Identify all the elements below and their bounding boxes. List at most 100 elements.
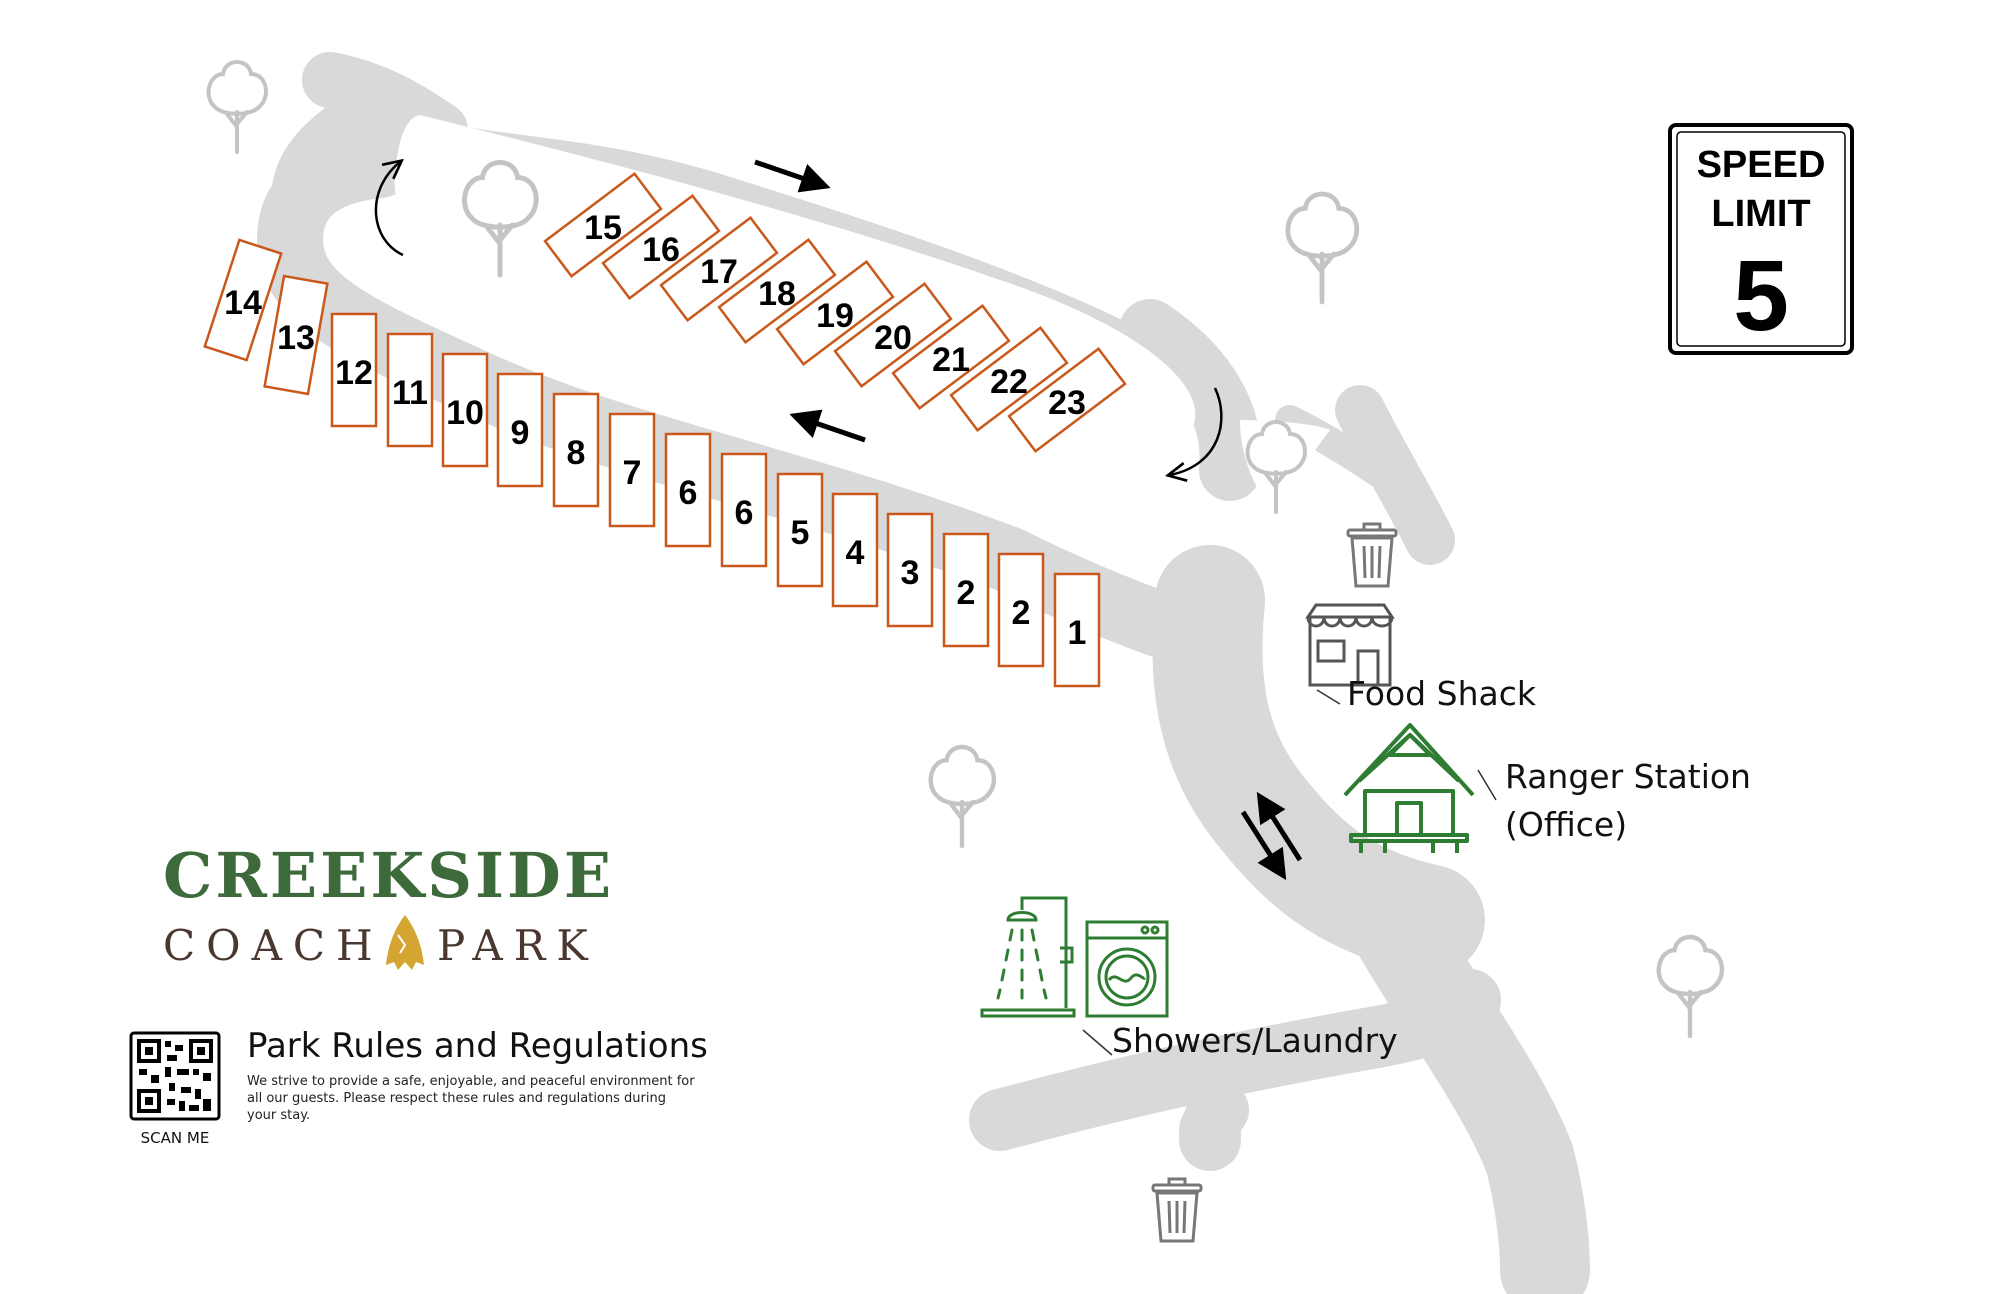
campsite-number: 17 [700,253,738,291]
campsite-number: 15 [584,209,622,247]
direction-arrow-icon [1240,810,1287,881]
campsite-12[interactable]: 4 [831,492,879,608]
campsite-number: 14 [224,284,262,322]
campsite-number: 22 [990,363,1028,401]
campsite-pad[interactable] [386,332,434,448]
campsite-3[interactable]: 12 [330,312,378,428]
campsite-number: 10 [446,394,484,432]
campsite-number: 20 [874,319,912,357]
campsite-2[interactable]: 13 [263,274,329,396]
cabin-icon [1343,723,1475,853]
campsite-pad[interactable] [886,512,934,628]
triangle-island [1240,420,1330,510]
campsite-number: 12 [335,354,373,392]
ranger-station-sublabel: (Office) [1505,805,1627,844]
park-logo: CREEKSIDE COACH PARK [163,839,614,970]
campsite-pad[interactable] [659,215,779,323]
campsite-number: 19 [816,297,854,335]
campsite-number: 16 [642,231,680,269]
campsite-pad[interactable] [720,452,768,568]
ranger-station-label: Ranger Station [1505,757,1751,796]
campsite-number: 13 [277,319,315,357]
campsite-11[interactable]: 5 [776,472,824,588]
campsite-5[interactable]: 10 [441,352,489,468]
campsite-10[interactable]: 6 [720,452,768,568]
campsite-pad[interactable] [263,274,329,396]
food-shack-leader [1316,689,1341,705]
campsite-pad[interactable] [776,472,824,588]
qr-code-icon[interactable] [129,1031,221,1121]
rules-text-line3: your stay. [247,1108,310,1123]
campsite-pad[interactable] [1007,346,1127,454]
campsite-pad[interactable] [1053,572,1101,688]
tree-icon [1659,937,1722,1036]
campsite-pad[interactable] [775,259,895,367]
campsite-9[interactable]: 6 [664,432,712,548]
direction-arrow-icon [1170,387,1223,475]
campsite-22[interactable]: 20 [833,281,953,389]
campsite-pad[interactable] [608,412,656,528]
campsite-pad[interactable] [601,193,721,301]
campsite-pad[interactable] [717,237,837,345]
campsite-pad[interactable] [942,532,990,648]
campsite-24[interactable]: 22 [949,325,1069,433]
campsite-25[interactable]: 23 [1007,346,1127,454]
campsite-pad[interactable] [496,372,544,488]
campsite-16[interactable]: 1 [1053,572,1101,688]
campsite-pad[interactable] [330,312,378,428]
campsite-pad[interactable] [949,325,1069,433]
campsite-pad[interactable] [543,171,663,279]
direction-arrow-icon [1256,791,1303,862]
campsite-pad[interactable] [831,492,879,608]
rules-title: Park Rules and Regulations [247,1026,708,1066]
campsite-15[interactable]: 2 [997,552,1045,668]
tree-icon [206,60,268,154]
campsite-13[interactable]: 3 [886,512,934,628]
park-name-line1: CREEKSIDE [163,839,614,912]
campsite-4[interactable]: 11 [386,332,434,448]
campsite-23[interactable]: 21 [891,303,1011,411]
campsite-19[interactable]: 17 [659,215,779,323]
direction-arrow-icon [374,162,403,257]
tree-icon [931,747,994,846]
trash-can-icon [1346,522,1398,588]
campsite-number: 6 [679,474,698,512]
direction-arrow-icon [754,159,831,193]
speed-sign-line2: LIMIT [1711,193,1810,235]
campsite-pad[interactable] [664,432,712,548]
campsite-18[interactable]: 16 [601,193,721,301]
speed-sign-line1: SPEED [1697,144,1826,186]
campsite-8[interactable]: 7 [608,412,656,528]
campsite-14[interactable]: 2 [942,532,990,648]
campsite-1[interactable]: 14 [203,238,283,362]
qr-caption: SCAN ME [141,1129,210,1147]
campsite-number: 2 [1012,594,1031,632]
rules-text-line2: all our guests. Please respect these rul… [247,1091,666,1106]
park-name-park: PARK [437,921,599,970]
campsite-number: 5 [791,514,810,552]
campsite-number: 2 [957,574,976,612]
campsite-number: 9 [511,414,530,452]
campsite-pad[interactable] [441,352,489,468]
campsite-6[interactable]: 9 [496,372,544,488]
campsite-number: 1 [1068,614,1087,652]
campsite-21[interactable]: 19 [775,259,895,367]
campsite-number: 3 [901,554,920,592]
campsite-pad[interactable] [891,303,1011,411]
campsite-7[interactable]: 8 [552,392,600,508]
direction-arrow-icon [789,409,866,443]
campsite-pad[interactable] [833,281,953,389]
campsite-pad[interactable] [552,392,600,508]
showers-laundry-label: Showers/Laundry [1112,1021,1398,1060]
store-icon [1305,603,1395,687]
campsite-pad[interactable] [997,552,1045,668]
shower-icon [980,896,1076,1018]
campsite-17[interactable]: 15 [543,171,663,279]
campsite-20[interactable]: 18 [717,237,837,345]
campsite-number: 18 [758,275,796,313]
campsite-pad[interactable] [203,238,283,362]
food-shack-label: Food Shack [1347,674,1537,713]
